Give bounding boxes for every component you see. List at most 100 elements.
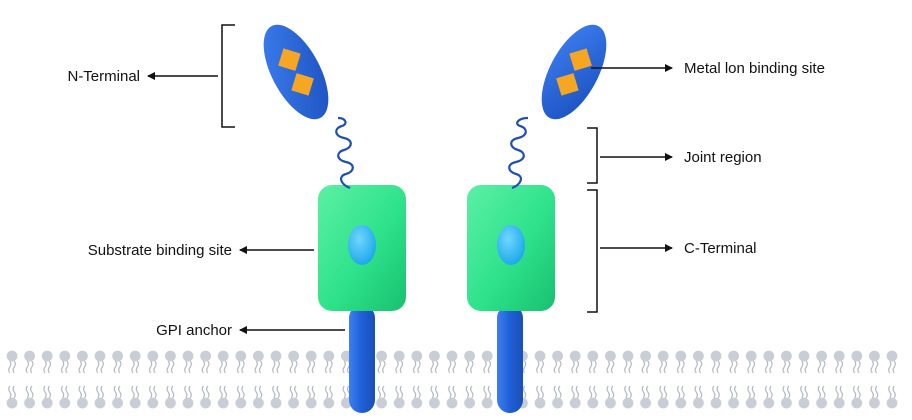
lipid-molecule (605, 350, 616, 374)
right-metal-site-diamond-2 (556, 73, 579, 96)
lipid-molecule (781, 350, 792, 374)
joint-region-label: Joint region (684, 149, 762, 166)
lipid-molecule (270, 350, 282, 374)
lipid-molecule (393, 350, 405, 374)
right-protein (467, 24, 607, 413)
lipid-molecule (270, 385, 282, 409)
lipid-molecule (745, 385, 757, 409)
left-metal-site-diamond-1 (278, 48, 301, 71)
lipid-molecule (851, 385, 863, 409)
lipid-molecule (94, 350, 106, 374)
lipid-molecule (675, 385, 687, 409)
lipid-molecule (24, 350, 35, 374)
substrate-binding-site-label: Substrate binding site (88, 242, 232, 259)
right-n-terminal-head (541, 24, 607, 120)
lipid-molecule (376, 385, 387, 409)
lipid-molecule (235, 385, 247, 409)
lipid-molecule (886, 350, 898, 374)
lipid-molecule (869, 385, 880, 409)
lipid-molecule (693, 385, 704, 409)
lipid-molecule (24, 385, 35, 409)
lipid-molecule (587, 350, 599, 374)
lipid-molecule (147, 350, 159, 374)
lipid-molecule (710, 350, 722, 374)
lipid-molecule (129, 350, 141, 374)
lipid-molecule (112, 350, 123, 374)
lipid-molecule (77, 385, 88, 409)
lipid-molecule (376, 350, 387, 374)
lipid-molecule (728, 350, 739, 374)
lipid-molecule (640, 385, 651, 409)
lipid-molecule (763, 350, 775, 374)
lipid-molecule (622, 385, 634, 409)
lipid-molecule (217, 385, 229, 409)
lipid-molecule (112, 385, 123, 409)
lipid-molecule (305, 350, 317, 374)
n-terminal-bracket (221, 24, 235, 128)
lipid-molecule (59, 350, 71, 374)
lipid-molecule (657, 385, 669, 409)
lipid-molecule (605, 385, 616, 409)
lipid-molecule (587, 385, 599, 409)
lipid-molecule (59, 385, 71, 409)
lipid-molecule (323, 350, 335, 374)
lipid-bilayer (6, 350, 898, 409)
lipid-molecule (728, 385, 739, 409)
lipid-molecule (745, 350, 757, 374)
lipid-molecule (763, 385, 775, 409)
n-terminal-label: N-Terminal (67, 68, 140, 85)
lipid-molecule (182, 350, 194, 374)
lipid-molecule (534, 350, 546, 374)
lipid-molecule (77, 350, 88, 374)
left-metal-site-diamond-2 (291, 73, 314, 96)
lipid-molecule (429, 385, 440, 409)
c-terminal-bracket (587, 189, 598, 313)
c-terminal-label: C-Terminal (684, 240, 757, 257)
lipid-molecule (411, 350, 423, 374)
left-protein (263, 24, 406, 413)
lipid-molecule (288, 350, 299, 374)
lipid-molecule (446, 385, 458, 409)
metal-ion-binding-site-label: Metal lon binding site (684, 60, 825, 77)
lipid-molecule (429, 350, 440, 374)
lipid-molecule (253, 385, 264, 409)
lipid-molecule (833, 385, 845, 409)
joint-region-bracket (587, 127, 598, 184)
lipid-molecule (217, 350, 229, 374)
lipid-molecule (41, 385, 53, 409)
lipid-molecule (411, 385, 423, 409)
lipid-molecule (200, 385, 212, 409)
right-joint-coil (508, 116, 529, 190)
lipid-molecule (235, 350, 247, 374)
lipid-molecule (182, 385, 194, 409)
lipid-molecule (481, 385, 493, 409)
lipid-molecule (552, 350, 563, 374)
lipid-molecule (569, 385, 581, 409)
lipid-molecule (886, 385, 898, 409)
lipid-molecule (657, 350, 669, 374)
lipid-molecule (446, 350, 458, 374)
lipid-molecule (464, 385, 475, 409)
lipid-molecule (288, 385, 299, 409)
lipid-molecule (129, 385, 141, 409)
lipid-molecule (481, 350, 493, 374)
left-n-terminal-head (263, 24, 329, 120)
lipid-molecule (798, 385, 810, 409)
right-substrate-site (497, 225, 525, 265)
lipid-molecule (323, 385, 335, 409)
lipid-molecule (622, 350, 634, 374)
lipid-molecule (41, 350, 53, 374)
lipid-molecule (94, 385, 106, 409)
lipid-molecule (534, 385, 546, 409)
lipid-molecule (781, 385, 792, 409)
lipid-molecule (393, 385, 405, 409)
left-joint-coil (335, 116, 354, 190)
left-gpi-anchor-stalk (349, 305, 375, 413)
lipid-molecule (6, 350, 18, 374)
lipid-molecule (851, 350, 863, 374)
lipid-molecule (816, 385, 827, 409)
lipid-molecule (833, 350, 845, 374)
lipid-molecule (147, 385, 159, 409)
lipid-molecule (798, 350, 810, 374)
